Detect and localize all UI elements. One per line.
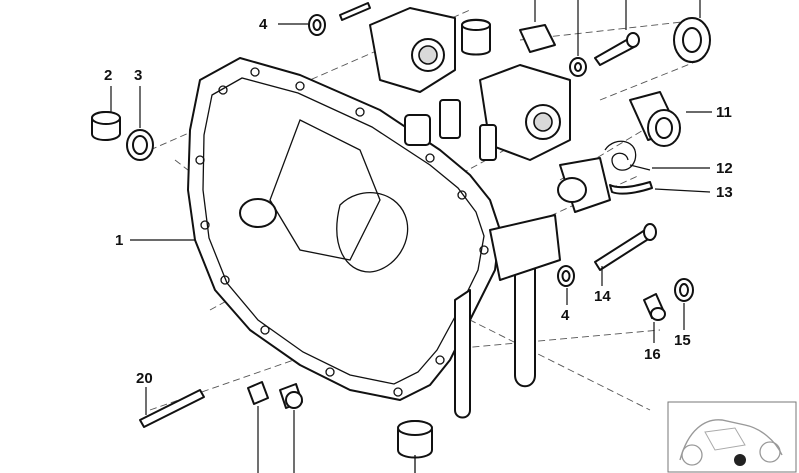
part-4-washer-top	[308, 14, 326, 36]
part-12-spring	[604, 140, 651, 171]
callout-2: 2	[104, 67, 112, 84]
callout-20: 20	[136, 370, 153, 387]
callout-12: 12	[716, 160, 733, 177]
leader-lines	[110, 0, 712, 473]
part-15-ring	[674, 278, 694, 302]
callout-16: 16	[644, 346, 661, 363]
callout-11: 11	[716, 104, 732, 121]
part-14-bolt	[594, 223, 657, 271]
part-13-linkage	[557, 157, 653, 213]
motorcycle-locator-icon	[667, 401, 797, 473]
top-bolt	[339, 2, 371, 21]
part-4-washer-right	[557, 265, 575, 287]
callout-3: 3	[134, 67, 142, 84]
callout-labels: 1 2 3 4 11 12 13 14 4 15 16 20	[104, 16, 733, 387]
drain-plug	[397, 420, 433, 473]
part-3-washer	[126, 129, 154, 161]
top-small-parts	[519, 17, 711, 77]
upper-plug	[461, 18, 491, 56]
part-20-pin	[139, 389, 205, 428]
lower-bushings	[247, 381, 303, 409]
callout-4-right: 4	[561, 307, 570, 324]
callout-1: 1	[115, 232, 123, 249]
part-2-plug	[91, 111, 121, 141]
upper-bearing-towers	[369, 7, 571, 161]
callout-15: 15	[674, 332, 691, 349]
callout-4-top: 4	[259, 16, 268, 33]
callout-13: 13	[716, 184, 733, 201]
part-16-sleeve	[643, 293, 666, 321]
callout-14: 14	[594, 288, 611, 305]
part-11-bushing	[629, 91, 681, 147]
